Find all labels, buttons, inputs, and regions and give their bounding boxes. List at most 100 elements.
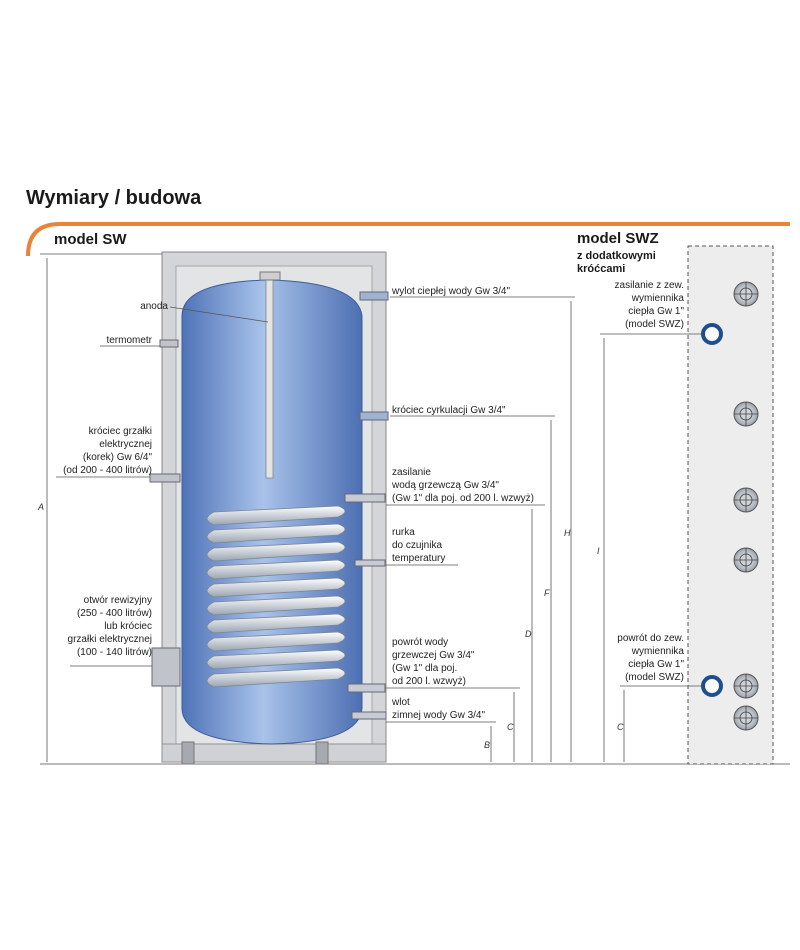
svg-text:grzałki elektrycznej: grzałki elektrycznej xyxy=(68,634,152,645)
svg-text:wymiennika: wymiennika xyxy=(631,646,685,657)
label-inspection-3: lub króciec xyxy=(104,621,152,632)
label-ext-supply-1: zasilanie z zew. xyxy=(615,280,684,291)
svg-text:zasilanie: zasilanie xyxy=(392,467,431,478)
svg-text:elektrycznej: elektrycznej xyxy=(99,439,152,450)
dim-label-b: B xyxy=(484,740,490,750)
label-ext-return-4: (model SWZ) xyxy=(625,672,684,683)
tank-foot-right xyxy=(315,741,329,765)
svg-text:lub króciec: lub króciec xyxy=(104,621,152,632)
swz-ports xyxy=(701,281,759,731)
svg-text:powrót wody: powrót wody xyxy=(392,637,448,648)
label-cold-in-1: wlot xyxy=(391,697,410,708)
coil-turn xyxy=(206,613,346,634)
svg-text:powrót do zew.: powrót do zew. xyxy=(617,633,684,644)
model-sw-label: model SW xyxy=(54,231,127,248)
label-inspection-2: (250 - 400 litrów) xyxy=(77,608,152,619)
svg-text:otwór rewizyjny: otwór rewizyjny xyxy=(84,595,152,606)
swz-ext-port xyxy=(701,323,723,345)
label-termometr: termometr xyxy=(106,335,152,346)
label-circulation: króciec cyrkulacji Gw 3/4" xyxy=(392,405,506,416)
svg-text:grzewczej Gw 3/4": grzewczej Gw 3/4" xyxy=(392,650,475,661)
label-anoda: anoda xyxy=(140,301,168,312)
svg-text:zimnej wody Gw 3/4": zimnej wody Gw 3/4" xyxy=(392,710,485,721)
svg-text:ciepła Gw 1": ciepła Gw 1" xyxy=(628,659,684,670)
model-swz-sub-1: z dodatkowymi xyxy=(577,250,656,262)
dim-label-c: C xyxy=(507,722,514,732)
svg-text:zasilanie z zew.: zasilanie z zew. xyxy=(615,280,684,291)
svg-text:(Gw 1" dla poj.: (Gw 1" dla poj. xyxy=(392,663,457,674)
svg-text:wlot: wlot xyxy=(391,697,410,708)
svg-text:wylot ciepłej wody Gw 3/4": wylot ciepłej wody Gw 3/4" xyxy=(391,286,510,297)
svg-text:(100 - 140 litrów): (100 - 140 litrów) xyxy=(77,647,152,658)
page-title: Wymiary / budowa xyxy=(26,187,202,209)
label-ext-supply-3: ciepła Gw 1" xyxy=(628,306,684,317)
label-heater-4: (od 200 - 400 litrów) xyxy=(63,465,152,476)
connections xyxy=(149,291,389,720)
svg-text:króciec grzałki: króciec grzałki xyxy=(89,426,152,437)
coil-turn xyxy=(206,631,346,652)
label-heater-2: elektrycznej xyxy=(99,439,152,450)
label-cold-in-2: zimnej wody Gw 3/4" xyxy=(392,710,485,721)
label-ext-return-2: wymiennika xyxy=(631,646,685,657)
dim-label-i: I xyxy=(597,546,600,556)
label-ext-return-1: powrót do zew. xyxy=(617,633,684,644)
svg-text:wymiennika: wymiennika xyxy=(631,293,685,304)
svg-text:wodą grzewczą Gw 3/4": wodą grzewczą Gw 3/4" xyxy=(391,480,499,491)
dimension-lines: B C D F H I C xyxy=(484,301,625,762)
swz-labels: zasilanie z zew. wymiennika ciepła Gw 1"… xyxy=(600,280,704,687)
svg-text:do czujnika: do czujnika xyxy=(392,540,442,551)
svg-text:króciec cyrkulacji Gw 3/4": króciec cyrkulacji Gw 3/4" xyxy=(392,405,506,416)
swz-port xyxy=(733,401,759,427)
label-inspection-5: (100 - 140 litrów) xyxy=(77,647,152,658)
coil-turn xyxy=(206,559,346,580)
model-swz-sub-2: króćcami xyxy=(577,263,625,275)
heating-coil xyxy=(206,505,346,688)
label-return-3: (Gw 1" dla poj. xyxy=(392,663,457,674)
label-ext-supply-2: wymiennika xyxy=(631,293,685,304)
svg-text:(model SWZ): (model SWZ) xyxy=(625,672,684,683)
label-return-1: powrót wody xyxy=(392,637,448,648)
coil-turn xyxy=(206,595,346,616)
label-inspection-1: otwór rewizyjny xyxy=(84,595,152,606)
coil-turn xyxy=(206,505,346,526)
coil-turn xyxy=(206,577,346,598)
coil-turn xyxy=(206,649,346,670)
right-labels: wylot ciepłej wody Gw 3/4" króciec cyrku… xyxy=(386,286,575,723)
coil-turn xyxy=(206,541,346,562)
dim-label-h: H xyxy=(564,528,571,538)
svg-text:rurka: rurka xyxy=(392,527,415,538)
label-ext-supply-4: (model SWZ) xyxy=(625,319,684,330)
label-return-2: grzewczej Gw 3/4" xyxy=(392,650,475,661)
left-labels: anoda termometr króciec grzałki elektryc… xyxy=(56,301,269,667)
svg-text:anoda: anoda xyxy=(140,301,168,312)
svg-text:(od 200 - 400 litrów): (od 200 - 400 litrów) xyxy=(63,465,152,476)
label-supply-1: zasilanie xyxy=(392,467,431,478)
svg-text:(korek) Gw 6/4": (korek) Gw 6/4" xyxy=(83,452,153,463)
tank-foot-left xyxy=(181,741,195,765)
swz-port xyxy=(733,281,759,307)
label-heater-3: (korek) Gw 6/4" xyxy=(83,452,153,463)
swz-port xyxy=(733,705,759,731)
label-supply-3: (Gw 1" dla poj. od 200 l. wzwyż) xyxy=(392,493,534,504)
svg-text:temperatury: temperatury xyxy=(392,553,445,564)
label-inspection-4: grzałki elektrycznej xyxy=(68,634,152,645)
label-return-4: od 200 l. wzwyż) xyxy=(392,676,466,687)
dim-label-c2: C xyxy=(617,722,624,732)
anode-cap xyxy=(259,271,281,281)
label-supply-2: wodą grzewczą Gw 3/4" xyxy=(391,480,499,491)
dim-label-d: D xyxy=(525,629,532,639)
swz-port xyxy=(733,547,759,573)
label-ext-return-3: ciepła Gw 1" xyxy=(628,659,684,670)
label-heater-1: króciec grzałki xyxy=(89,426,152,437)
dim-label-a: A xyxy=(37,502,44,512)
coil-turn xyxy=(206,523,346,544)
orange-frame xyxy=(26,222,790,257)
svg-text:(250 - 400 litrów): (250 - 400 litrów) xyxy=(77,608,152,619)
anode-rod xyxy=(265,277,274,479)
swz-port xyxy=(733,673,759,699)
svg-text:(model SWZ): (model SWZ) xyxy=(625,319,684,330)
label-sensor-2: do czujnika xyxy=(392,540,442,551)
svg-text:(Gw 1" dla poj. od 200 l. wzwy: (Gw 1" dla poj. od 200 l. wzwyż) xyxy=(392,493,534,504)
coil-turn xyxy=(206,667,346,688)
